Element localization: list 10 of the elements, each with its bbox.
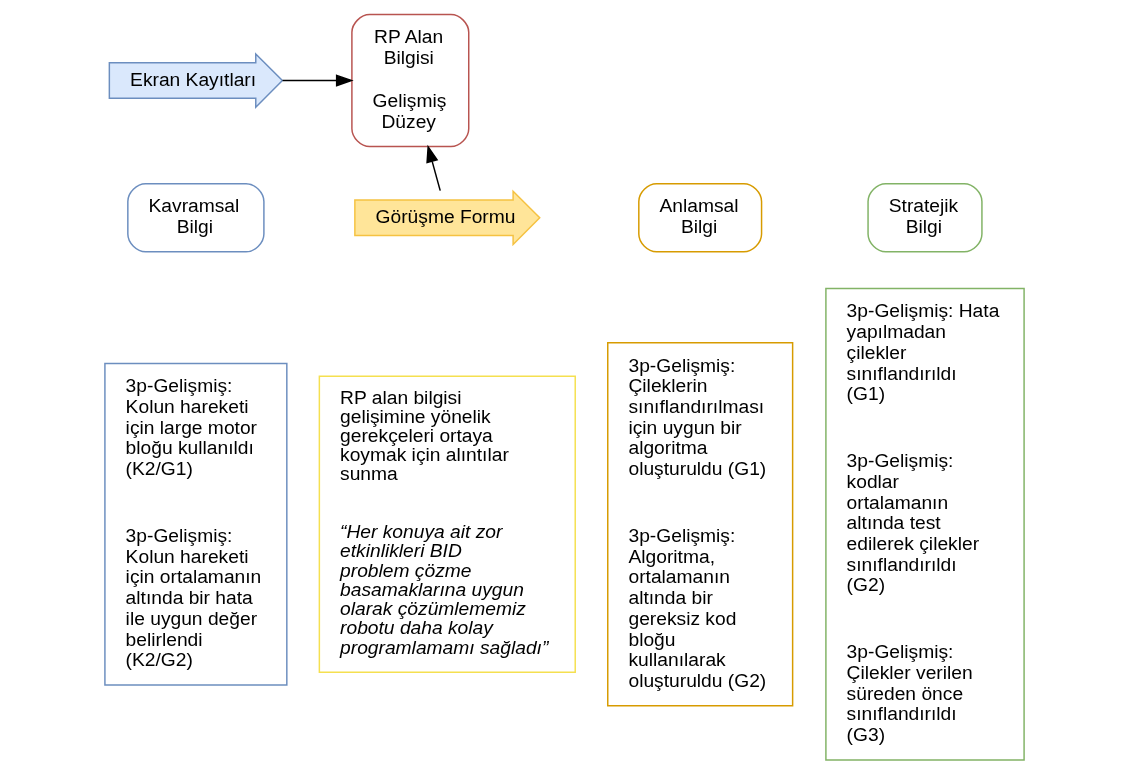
arrow <box>281 74 354 87</box>
node-box: Stratejik Bilgi <box>867 183 983 253</box>
node-box: Anlamsal Bilgi <box>638 183 763 253</box>
node-box: Kavramsal Bilgi <box>127 183 265 253</box>
node-box: 3p-Gelişmiş: Çileklerin sınıflandırılması için uygun bir algoritma oluşturuldu (G1) 3p-Gelişmiş: Algoritma, ortalamanın altında bir gereksiz kod bloğu kullanılarak oluşturuldu (G2) <box>607 342 794 707</box>
node-box: 3p-Gelişmiş: Kolun hareketi için large motor bloğu kullanıldı (K2/G1) 3p-Gelişmiş: Kolun hareketi için ortalamanın altında bir hata ile uygun değer belirlendi (K2/G2) <box>104 362 288 686</box>
node-box: 3p-Gelişmiş: Hata yapılmadan çilekler sınıflandırıldı (G1) 3p-Gelişmiş: kodlar ortalamanın altında test edilerek çilekler sınıflandırıldı (G2) 3p-Gelişmiş: Çilekler verilen süreden önce sınıflandırıldı (G3) <box>825 287 1025 761</box>
node-box: RP Alan Bilgisi Gelişmiş Düzey <box>351 13 470 148</box>
node-box: RP alan bilgisi gelişimine yönelik gerekçeleri ortaya koymak için alıntılar sunma “Her konuya ait zor etkinlikleri BID problem çözme basamaklarına uygun olarak çözümlememiz robotu daha kolay programlamamı sağladı” <box>318 375 576 673</box>
arrow <box>426 144 441 192</box>
